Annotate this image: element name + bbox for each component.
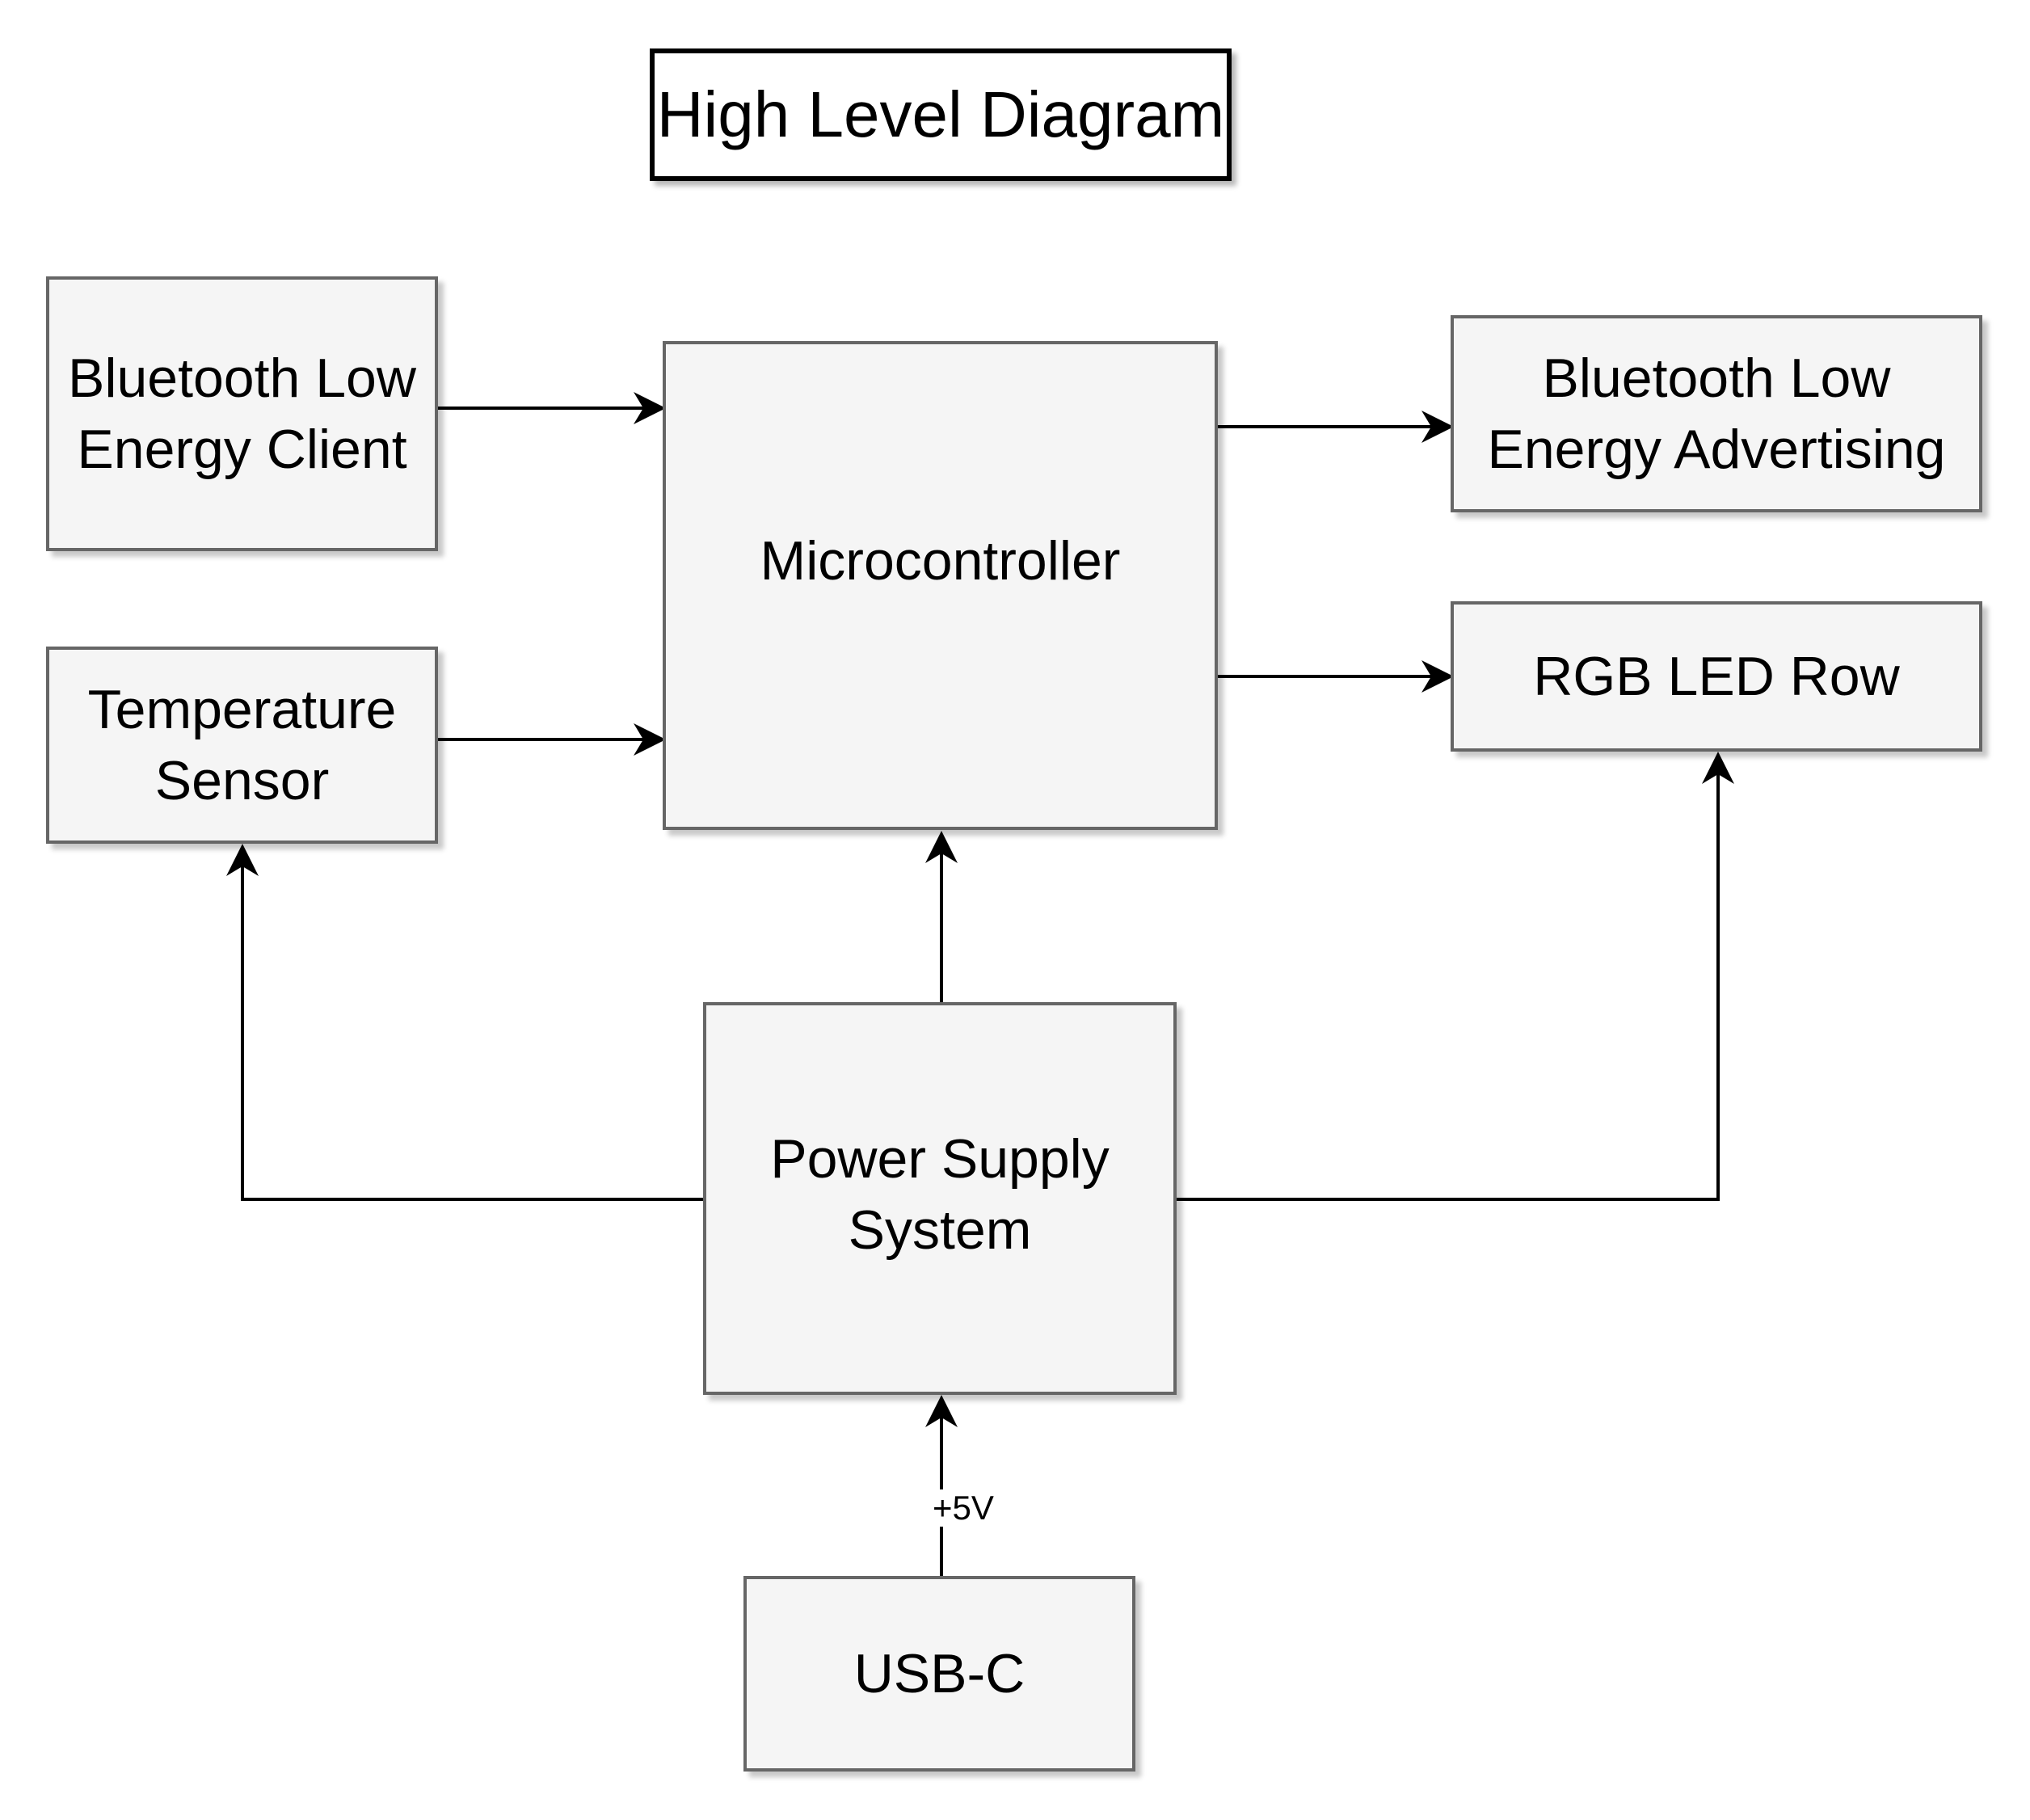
edge-power-supply-to-rgb-led-row [1177,752,1734,1201]
block-microcontroller-line1: Microcontroller [760,530,1121,592]
block-power-supply-line1: Power Supply [770,1127,1110,1190]
diagram-title-text: High Level Diagram [656,78,1225,150]
block-rgb-led-row-line1: RGB LED Row [1533,645,1900,707]
block-microcontroller: Microcontroller [663,341,1218,830]
block-usb-c-line1: USB-C [853,1642,1026,1704]
block-ble-client-line1: Bluetooth Low [68,347,416,409]
block-ble-advertising: Bluetooth Low Energy Advertising [1451,315,1982,512]
block-power-supply-line2: System [848,1199,1032,1261]
block-rgb-led-row: RGB LED Row [1451,601,1982,752]
edge-power-supply-to-temp-sensor [226,844,705,1201]
block-ble-client-line2: Energy Client [77,419,407,480]
edge-label-plus-5v: +5V [929,1489,997,1527]
block-temperature-sensor-line2: Sensor [154,750,330,811]
block-ble-client: Bluetooth Low Energy Client [46,276,438,551]
diagram-title: High Level Diagram [650,48,1232,181]
block-temperature-sensor-line1: Temperature [87,678,397,740]
block-power-supply-system: Power Supply System [703,1002,1177,1395]
block-temperature-sensor: Temperature Sensor [46,647,438,844]
block-usb-c: USB-C [743,1576,1135,1772]
block-ble-advertising-line1: Bluetooth Low [1542,347,1891,409]
block-ble-advertising-line2: Energy Advertising [1487,419,1946,480]
